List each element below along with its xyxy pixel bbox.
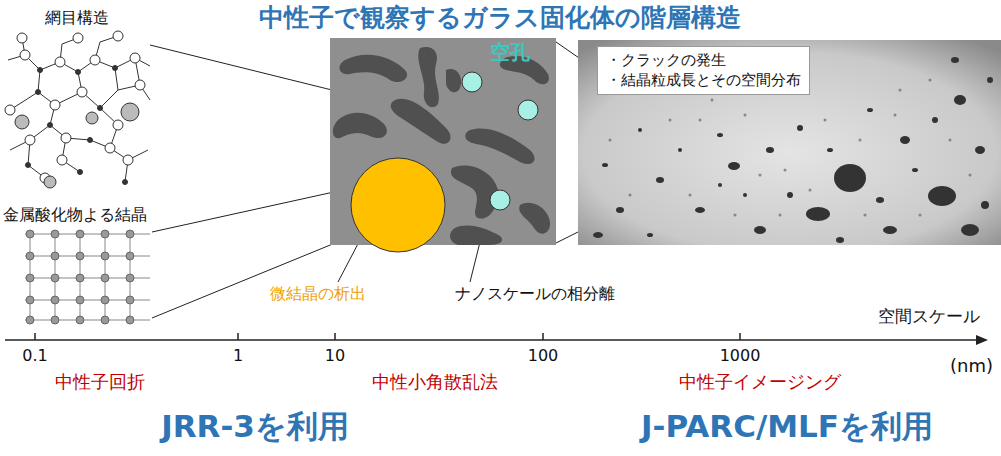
tick-label: 1000 <box>720 346 761 365</box>
diagram-title: 中性子で観察するガラス固化体の階層構造 <box>259 3 741 33</box>
tick-label: 1 <box>233 346 243 365</box>
facility-label: JRR-3を利用 <box>161 408 349 445</box>
note-box: ・クラックの発生・結晶粒成長とその空間分布 <box>597 46 810 95</box>
tick-label: 10 <box>325 346 345 365</box>
nanostructure-panel <box>330 38 556 252</box>
method-label: 中性子回折 <box>55 371 145 393</box>
note-text: ・結晶粒成長とその空間分布 <box>606 70 801 90</box>
tick-label: 0.1 <box>22 346 47 365</box>
unit-label: (nm) <box>950 355 993 377</box>
crystal-label: 微結晶の析出 <box>270 284 366 303</box>
method-label: 中性小角散乱法 <box>372 371 498 393</box>
void-label: 空孔 <box>490 40 530 64</box>
method-label: 中性子イメージング <box>679 371 841 393</box>
scale-axis <box>5 333 988 345</box>
note-text: ・クラックの発生 <box>606 50 801 70</box>
network-structure <box>5 31 150 188</box>
facility-label: J-PARC/MLFを利用 <box>641 408 933 445</box>
imaging-photo <box>578 40 1001 245</box>
axis-title: 空間スケール <box>878 306 980 326</box>
tick-label: 100 <box>528 346 559 365</box>
phase-label: ナノスケールの相分離 <box>455 284 615 303</box>
crystal-lattice <box>25 230 150 324</box>
structure-label: 網目構造 <box>45 8 109 27</box>
structure-label: 金属酸化物よる結晶 <box>3 205 147 224</box>
